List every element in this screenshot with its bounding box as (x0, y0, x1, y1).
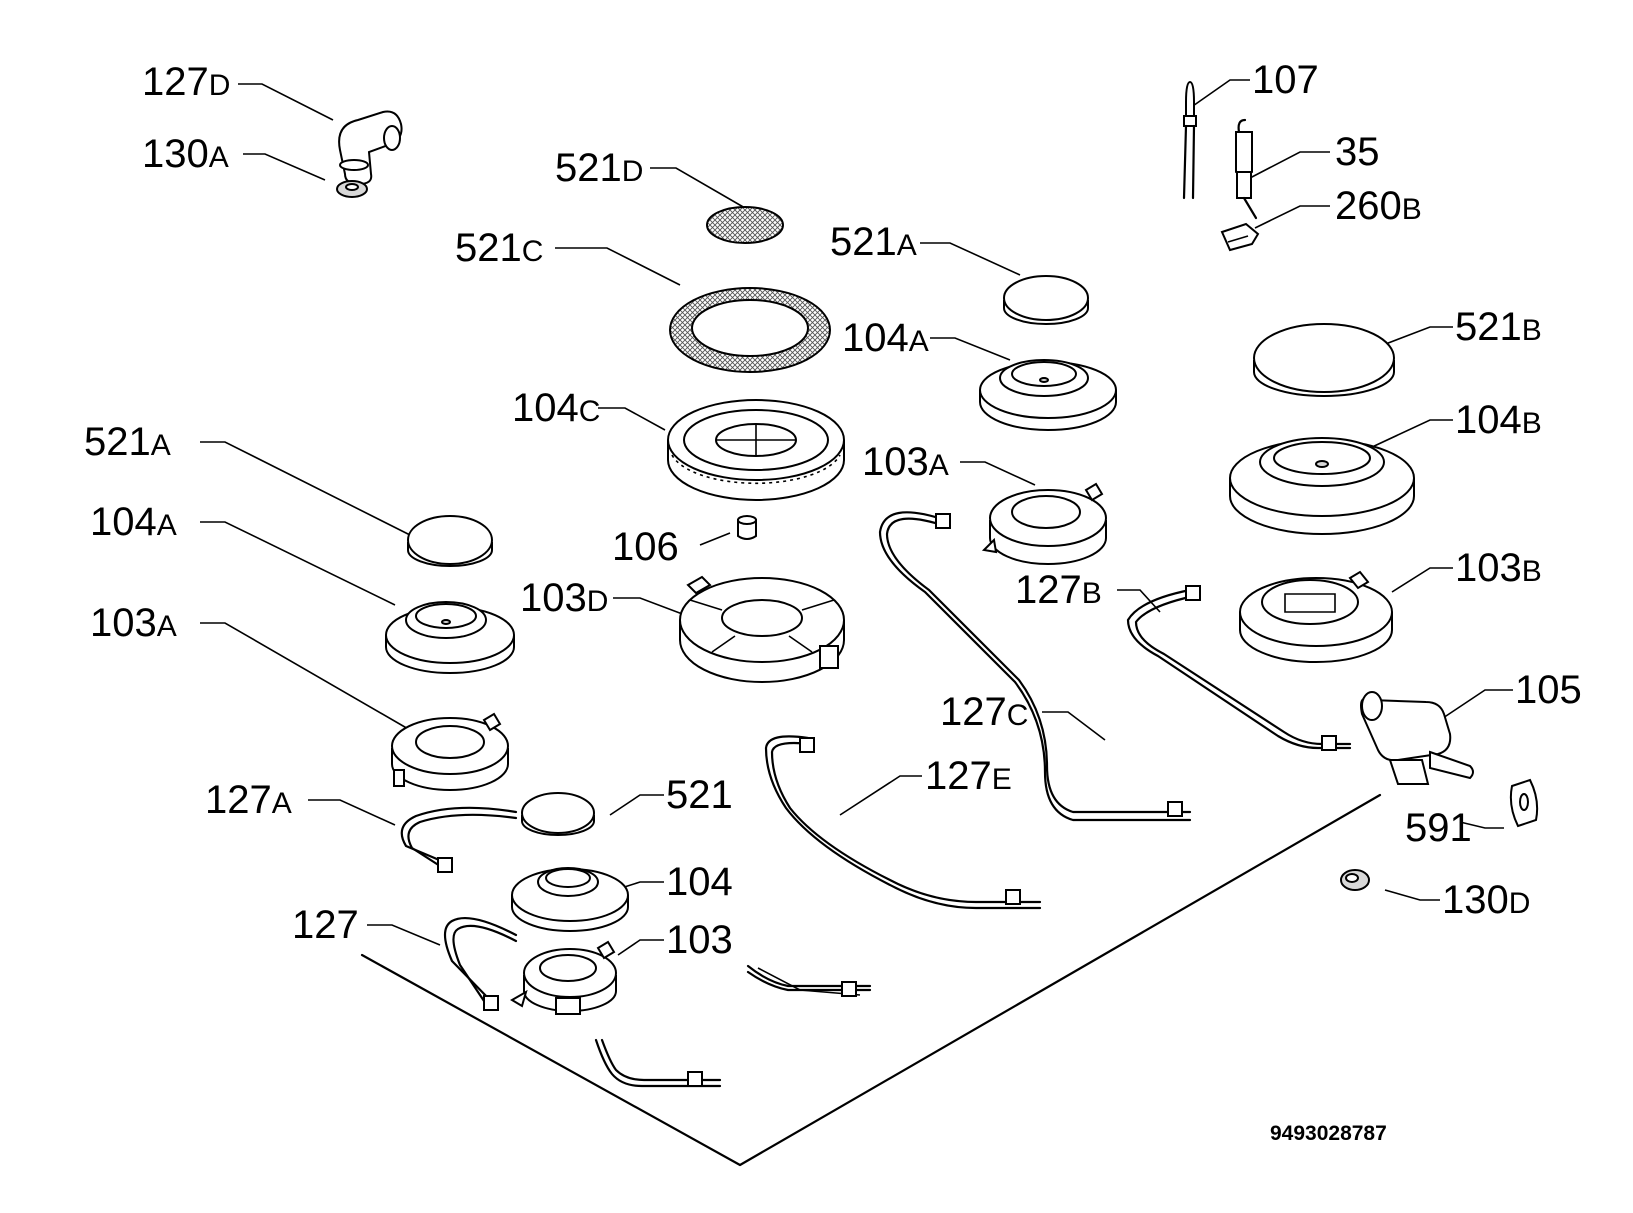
elbow-fitting-127d (338, 110, 403, 186)
label-127: 127 (292, 903, 359, 947)
label-104c: 104C (512, 386, 601, 430)
burner-cap-521a-right (1003, 275, 1089, 325)
burner-crown-104b (1229, 437, 1415, 535)
mesh-disc-521d (706, 206, 784, 244)
label-103: 103 (666, 918, 733, 962)
burner-crown-104 (511, 867, 629, 932)
hob-outline (360, 793, 1382, 1167)
washer-130a (336, 180, 368, 198)
burner-crown-104c (667, 399, 845, 501)
injector-106 (737, 515, 757, 540)
clip-260b (1220, 222, 1260, 252)
burner-cap-521 (521, 792, 595, 836)
label-103a-left: 103A (90, 601, 177, 645)
label-104a-right: 104A (842, 316, 929, 360)
burner-crown-104a-right (979, 359, 1117, 431)
label-127e: 127E (925, 754, 1012, 798)
label-104: 104 (666, 860, 733, 904)
label-105: 105 (1515, 668, 1582, 712)
diagram-code: 9493028787 (1270, 1122, 1387, 1145)
label-106: 106 (612, 525, 679, 569)
plate-591 (1509, 778, 1539, 828)
label-521a-left: 521A (84, 420, 171, 464)
label-521: 521 (666, 773, 733, 817)
leader-lines (200, 79, 1513, 996)
label-521a-right: 521A (830, 220, 917, 264)
burner-base-103a-left (391, 712, 509, 791)
gas-valve-105 (1360, 691, 1474, 785)
label-127a: 127A (205, 778, 292, 822)
burner-base-103a-right (981, 482, 1107, 565)
gas-pipes (400, 511, 1352, 1088)
label-104b: 104B (1455, 398, 1542, 442)
burner-base-103 (510, 940, 617, 1015)
label-103b: 103B (1455, 546, 1542, 590)
label-35: 35 (1335, 130, 1380, 174)
label-127b: 127B (1015, 568, 1102, 612)
label-127d: 127D (142, 60, 231, 104)
label-104a-left: 104A (90, 500, 177, 544)
mesh-ring-521c (669, 287, 831, 373)
thermocouple-107 (1182, 80, 1197, 200)
burner-cap-521a-left (407, 515, 493, 567)
label-107: 107 (1252, 58, 1319, 102)
burner-base-103d (679, 575, 845, 683)
washer-130d (1340, 869, 1370, 891)
label-521d: 521D (555, 146, 644, 190)
label-127c: 127C (940, 690, 1029, 734)
burner-cap-521b (1253, 323, 1395, 397)
burner-crown-104a-left (385, 601, 515, 674)
label-521c: 521C (455, 226, 544, 270)
label-521b: 521B (1455, 305, 1542, 349)
label-260b: 260B (1335, 184, 1422, 228)
label-591: 591 (1405, 806, 1472, 850)
label-103d: 103D (520, 576, 609, 620)
label-130a-top: 130A (142, 132, 229, 176)
label-130d: 130D (1442, 878, 1531, 922)
label-103a-right: 103A (862, 440, 949, 484)
spark-plug-35 (1235, 118, 1258, 220)
burner-base-103b (1239, 570, 1393, 663)
